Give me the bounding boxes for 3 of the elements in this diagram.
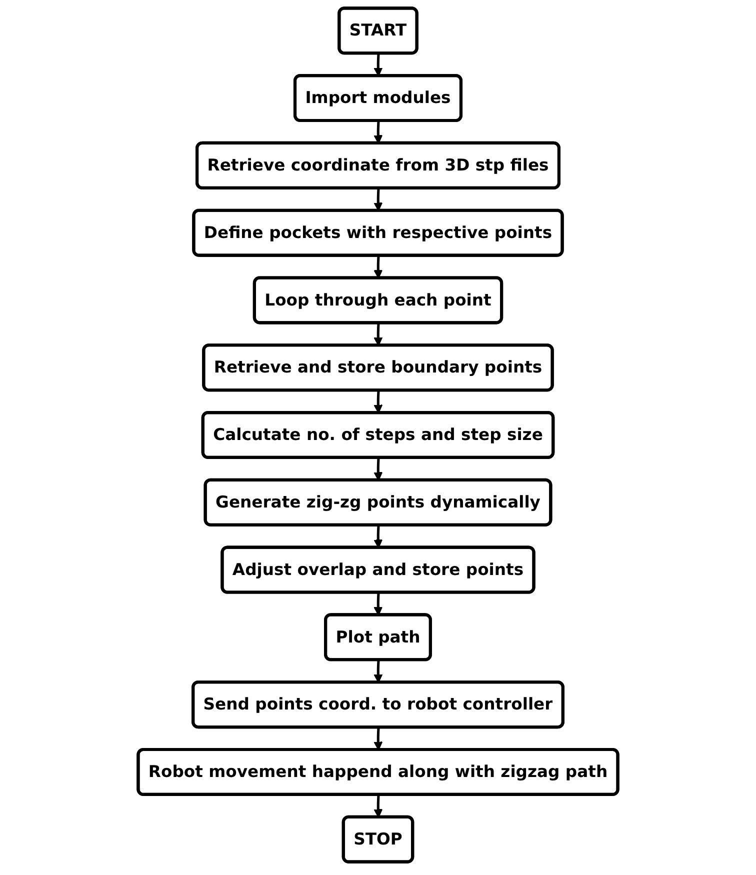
arrow xyxy=(374,728,383,750)
arrow xyxy=(374,54,383,76)
arrow xyxy=(374,390,383,414)
